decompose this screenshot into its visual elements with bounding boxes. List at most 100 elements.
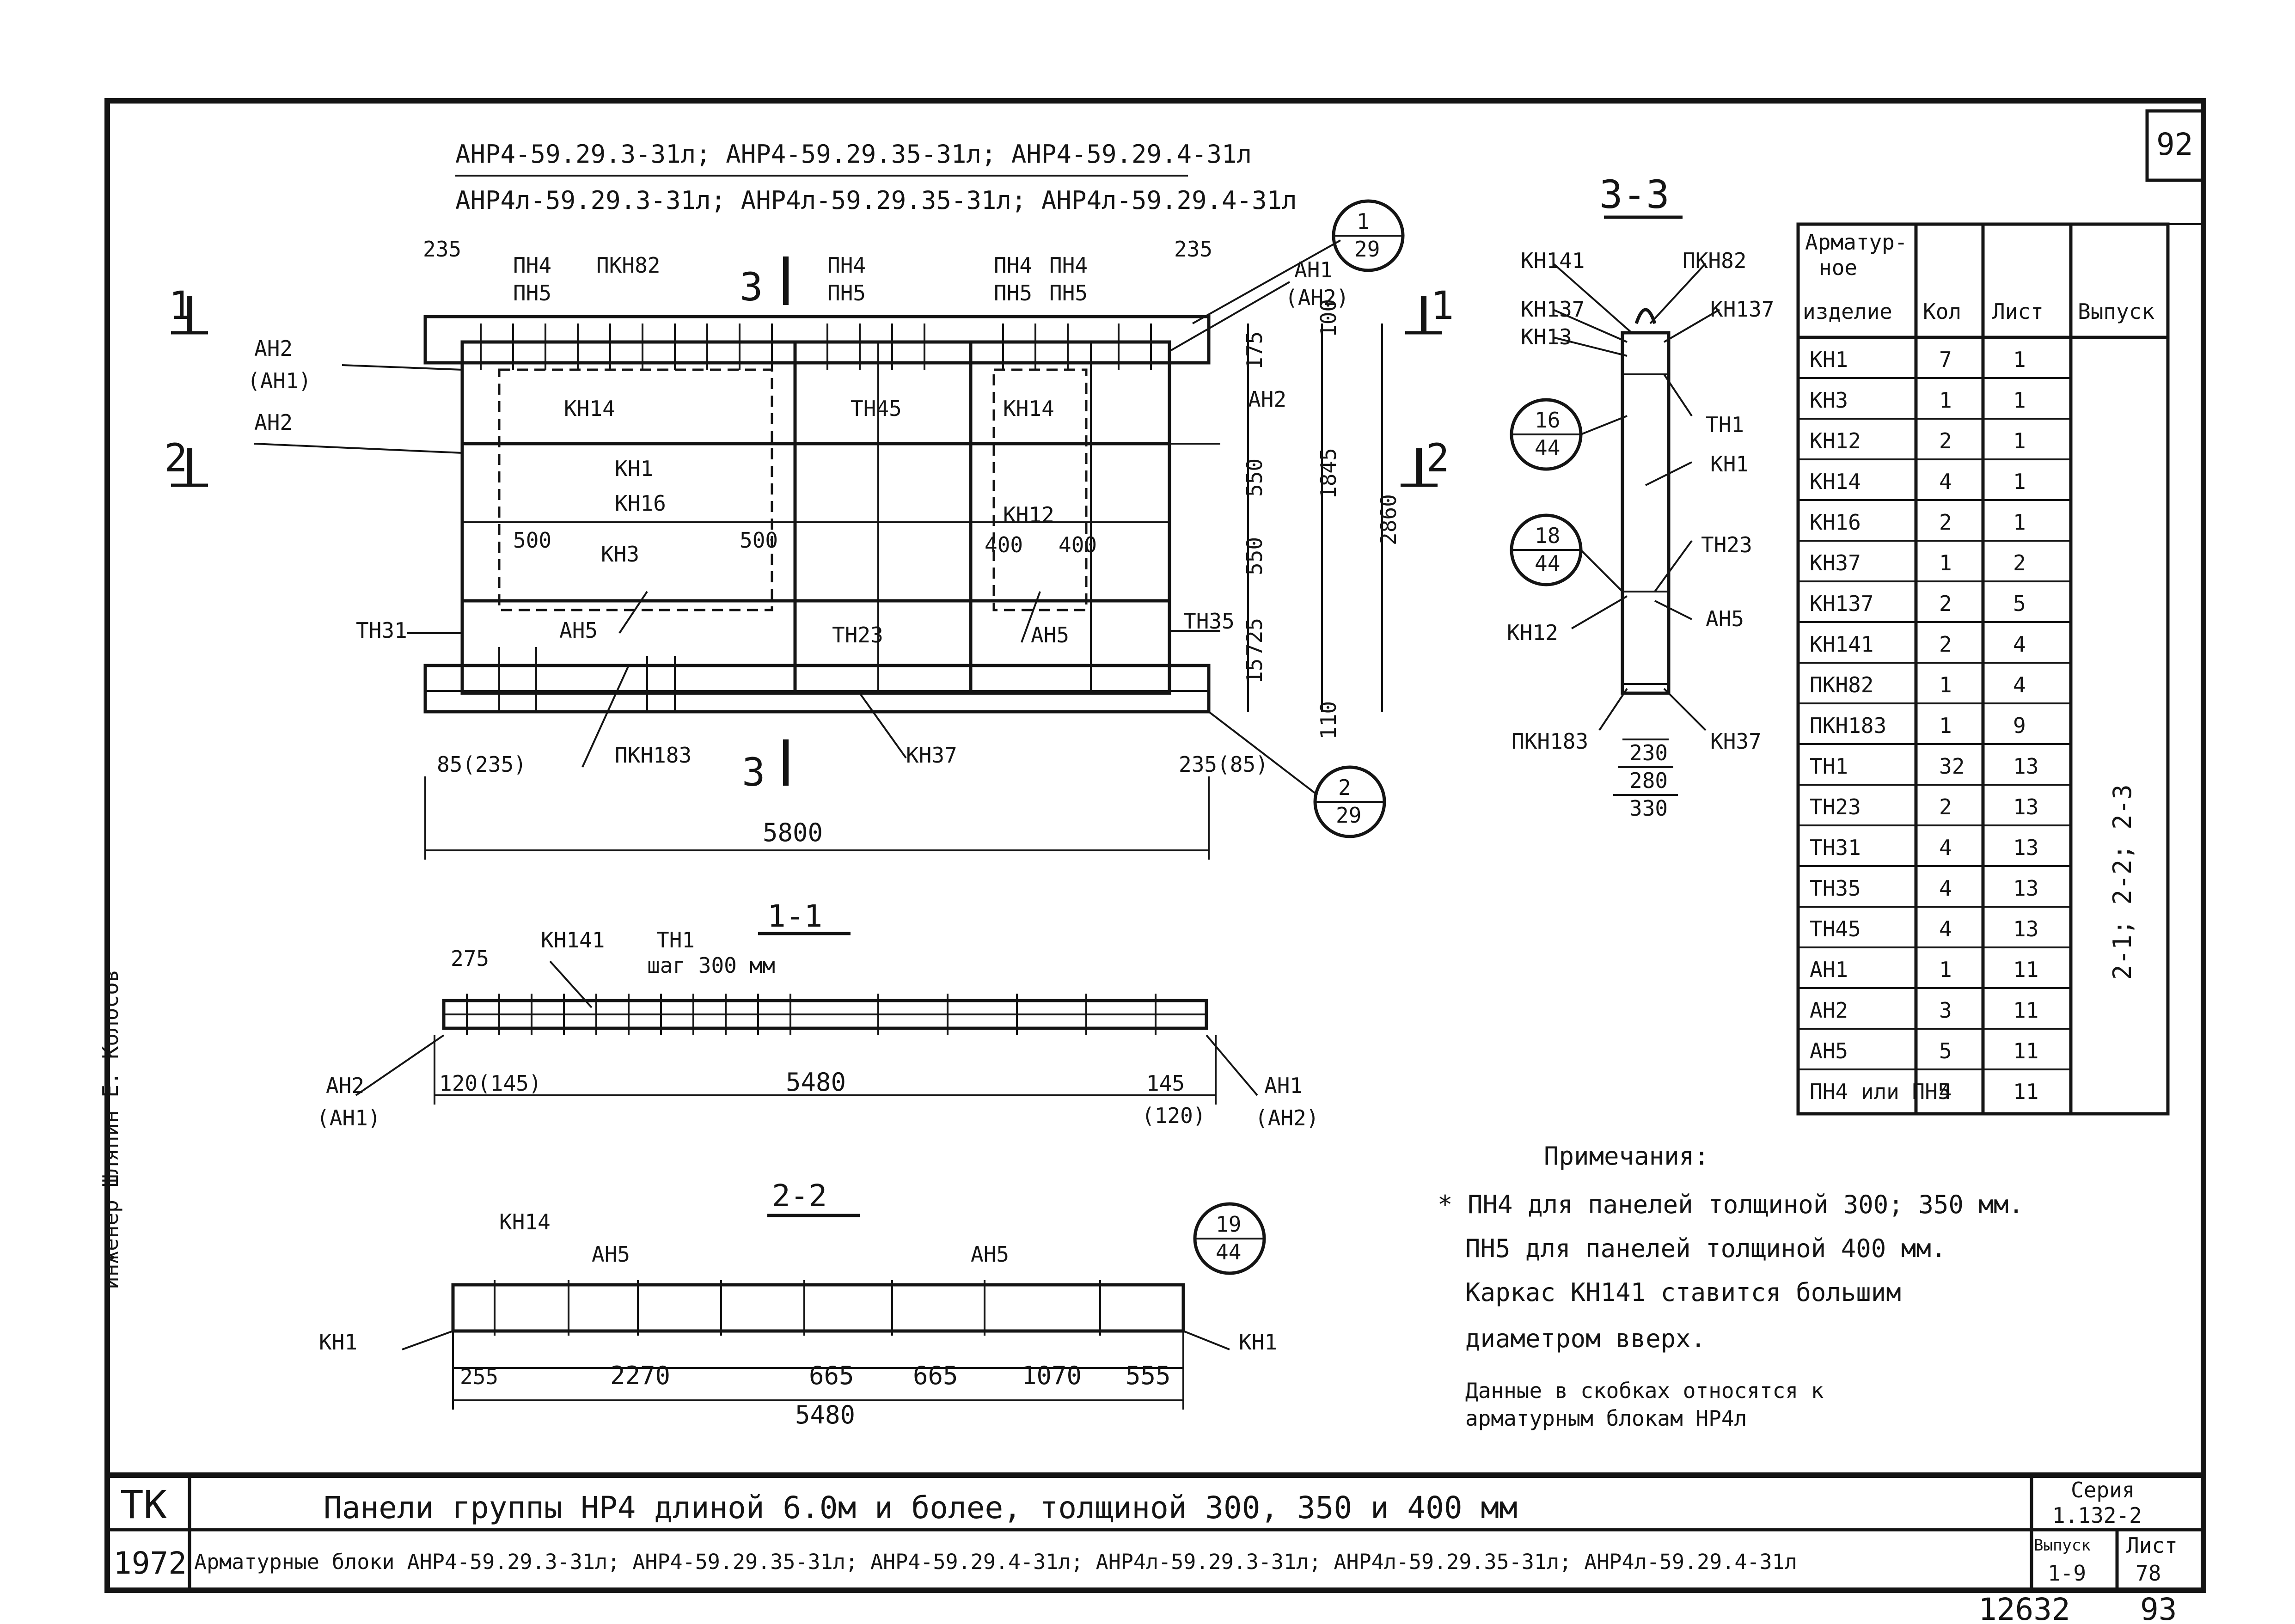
dim-235-left: 235 — [423, 237, 461, 262]
plan-view — [171, 199, 1442, 860]
label-ah1-top: АН1 — [1294, 257, 1333, 282]
table-cell-item: КН14 — [1810, 469, 1861, 494]
notes: Примечания: * ПН4 для панелей толщиной 3… — [1438, 1142, 2024, 1431]
s33-kn37: КН37 — [1710, 729, 1762, 754]
table-cell-sheet: 11 — [2013, 957, 2038, 982]
table-cell-sheet: 4 — [2013, 672, 2026, 697]
label-pkn82: ПКН82 — [596, 253, 660, 278]
dim-110: 110 — [1316, 701, 1341, 739]
section-mark-3-bottom: 3 — [742, 750, 765, 795]
callout-1-num: 1 — [1357, 209, 1370, 234]
label-ah5-a: АН5 — [559, 618, 598, 643]
s11-step: шаг 300 мм — [647, 953, 775, 978]
section-2-2 — [402, 1202, 1266, 1410]
s22-dim-2270: 2270 — [610, 1361, 670, 1390]
table-cell-sheet: 13 — [2013, 876, 2038, 901]
s11-dim-275: 275 — [451, 946, 489, 971]
table-header-sheet: Лист — [1992, 299, 2044, 324]
notes-line-3: Каркас КН141 ставится большим — [1465, 1278, 1901, 1307]
table-cell-item: ПН4 или ПН5 — [1810, 1079, 1951, 1104]
notes-line-2: ПН5 для панелей толщиной 400 мм. — [1465, 1234, 1946, 1263]
table-header-item-3: изделие — [1803, 299, 1892, 324]
label-th31: ТН31 — [356, 618, 407, 643]
title-block-subtitle: Арматурные блоки АНР4-59.29.3-31л; АНР4-… — [194, 1550, 1797, 1574]
section-mark-1-left: 1 — [169, 283, 192, 328]
margin-signatures: инженер Шляпин Е. Колосов — [98, 970, 123, 1289]
callout-1-den: 29 — [1354, 237, 1380, 262]
spec-table — [1796, 222, 2203, 1116]
table-cell-sheet: 1 — [2013, 388, 2026, 413]
table-cell-item: ТН23 — [1810, 794, 1861, 819]
header-line-2: АНР4л-59.29.3-31л; АНР4л-59.29.35-31л; А… — [455, 186, 1297, 215]
table-cell-qty: 4 — [1939, 916, 1952, 941]
table-cell-item: ПКН183 — [1810, 713, 1886, 738]
label-ah2-left: АН2 — [254, 336, 293, 361]
section-2-2-title: 2-2 — [772, 1178, 827, 1214]
s22-dim-1070: 1070 — [1022, 1361, 1082, 1390]
notes-title: Примечания: — [1544, 1142, 1709, 1171]
table-cell-item: ТН45 — [1810, 916, 1861, 941]
s33-kn141: КН141 — [1521, 248, 1585, 273]
table-cell-item: КН37 — [1810, 550, 1861, 575]
label-kn16: КН16 — [615, 491, 666, 516]
s33-kn137-right: КН137 — [1710, 297, 1774, 322]
label-kn14-a: КН14 — [564, 396, 615, 421]
s33-th23: ТН23 — [1701, 532, 1752, 557]
section-3-3-title: 3-3 — [1599, 172, 1670, 217]
s11-th1: ТН1 — [656, 928, 695, 952]
label-pn4-c: ПН4 — [994, 253, 1032, 278]
sheet-frame — [104, 98, 2206, 1593]
title-block: ТК 1972 Панели группы НР4 длиной 6.0м и … — [113, 1477, 2178, 1586]
dim-550-a: 550 — [1242, 458, 1267, 497]
dim-1845: 1845 — [1316, 448, 1341, 499]
table-cell-qty: 2 — [1939, 510, 1952, 535]
notes-line-4: диаметром вверх. — [1465, 1324, 1706, 1353]
table-cell-qty: 2 — [1939, 632, 1952, 657]
table-cell-qty: 5 — [1939, 1038, 1952, 1063]
table-cell-sheet: 9 — [2013, 713, 2026, 738]
s22-kn1-right: КН1 — [1239, 1330, 1277, 1355]
label-ah5-b: АН5 — [1031, 623, 1069, 647]
dim-85-235: 85(235) — [437, 752, 526, 777]
s11-kn141: КН141 — [541, 928, 605, 952]
table-cell-item: ТН1 — [1810, 754, 1848, 779]
s33-kn137-left: КН137 — [1521, 297, 1585, 322]
label-kn3: КН3 — [601, 542, 639, 567]
table-cell-item: АН2 — [1810, 998, 1848, 1023]
s33-kn12: КН12 — [1507, 620, 1558, 645]
s33-c16-den: 44 — [1535, 435, 1560, 460]
table-cell-item: КН16 — [1810, 510, 1861, 535]
table-cell-sheet: 1 — [2013, 469, 2026, 494]
s33-kn13: КН13 — [1521, 324, 1572, 349]
s33-ah5: АН5 — [1706, 606, 1744, 631]
section-mark-2-left: 2 — [164, 435, 188, 481]
table-cell-sheet: 1 — [2013, 428, 2026, 453]
sheet-number: 92 — [2156, 127, 2193, 162]
s11-ah2p: (АН2) — [1255, 1105, 1319, 1130]
section-1-1 — [355, 932, 1258, 1105]
table-cell-qty: 1 — [1939, 550, 1952, 575]
dim-5800: 5800 — [763, 818, 823, 847]
series-label: Серия — [2071, 1477, 2135, 1502]
s11-dim-120p: (120) — [1142, 1103, 1206, 1128]
title-block-title: Панели группы НР4 длиной 6.0м и более, т… — [324, 1490, 1518, 1526]
table-header-release: Выпуск — [2078, 299, 2154, 324]
table-cell-qty: 4 — [1939, 1079, 1952, 1104]
table-cell-sheet: 11 — [2013, 998, 2038, 1023]
table-header-item-1: Арматур- — [1805, 230, 1908, 255]
s22-dim-665-a: 665 — [809, 1361, 854, 1390]
dim-175: 175 — [1242, 331, 1267, 370]
label-pn4-d: ПН4 — [1049, 253, 1088, 278]
s22-callout-num: 19 — [1216, 1212, 1241, 1237]
section-mark-3-top: 3 — [740, 264, 763, 310]
notes-line-6: арматурным блокам НР4л — [1465, 1406, 1747, 1431]
label-kn37: КН37 — [906, 743, 957, 768]
label-ah2-right: АН2 — [1248, 387, 1286, 412]
label-pn4-a: ПН4 — [513, 253, 551, 278]
table-cell-sheet: 13 — [2013, 916, 2038, 941]
table-cell-qty: 2 — [1939, 428, 1952, 453]
issue-value: 1-9 — [2048, 1561, 2086, 1586]
s33-pkn82: ПКН82 — [1683, 248, 1746, 273]
label-ah1-paren: (АН1) — [247, 368, 311, 393]
